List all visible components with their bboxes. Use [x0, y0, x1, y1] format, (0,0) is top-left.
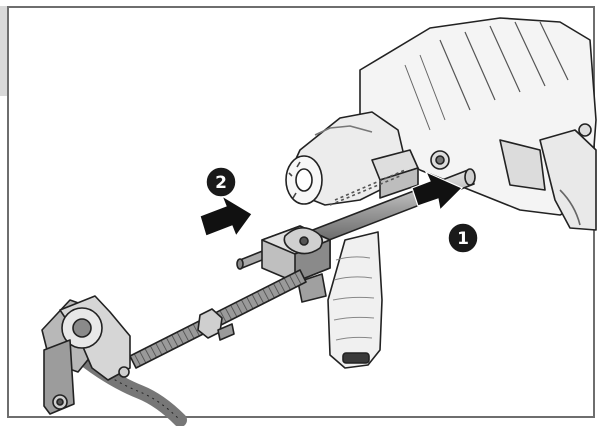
- step-2-badge: 2: [205, 166, 237, 198]
- dust-extraction-attachment-icon: [41, 295, 187, 426]
- step-1-badge: 1: [447, 222, 479, 254]
- push-arrow-icon: [411, 170, 464, 212]
- slide-arrow-icon: [199, 194, 253, 238]
- hammer-drill-icon: [285, 17, 597, 231]
- step-2-number: 2: [215, 173, 227, 193]
- side-handle-icon: [327, 231, 383, 369]
- step-1-number: 1: [457, 229, 469, 249]
- tool-guide-clamp-icon: [329, 149, 450, 206]
- page-edge-tab: [0, 6, 9, 96]
